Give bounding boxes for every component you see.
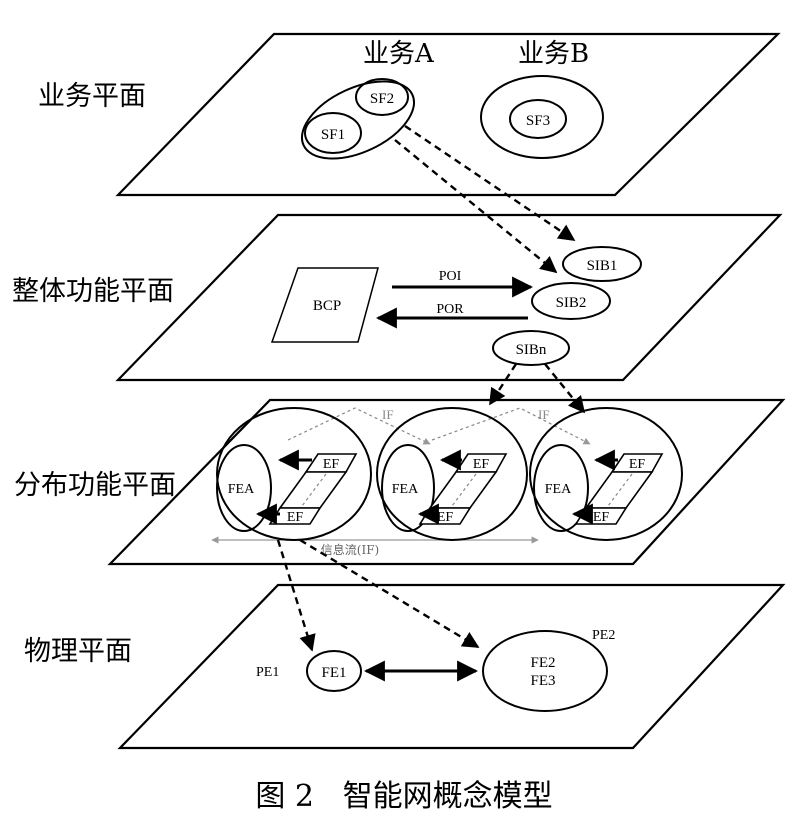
figure-caption: 图 2 智能网概念模型 [255,779,552,814]
fe-group-2: FEA EF EF [376,407,528,541]
sib2-ellipse [531,282,611,320]
ef-1-divider [301,473,327,507]
sf2-label: SF2 [370,91,394,107]
poi-label: POI [439,269,462,284]
ef-2-top-label: EF [473,457,490,472]
arrow-fea1-to-fe1 [276,539,316,652]
sf3-label: SF3 [526,113,550,129]
fea-1-ellipse [216,444,272,532]
global-plane [115,213,783,382]
fe1-ellipse [306,650,362,692]
fe3-label: FE3 [530,673,555,689]
ef-3-top-label: EF [629,457,646,472]
arrow-sf1-to-sib2 [394,139,558,274]
service-b-ellipse [480,75,604,159]
distributed-plane [107,398,786,566]
pe2-ellipse [482,630,608,712]
fe-group-1: FEA EF EF [216,407,372,541]
fe-group-3: FEA EF EF [529,407,683,541]
ef-1-bottom-label: EF [287,510,304,525]
arrow-fea1-to-fe2 [299,538,480,649]
if-connector-2 [431,407,591,445]
fe-group-3-outer [529,407,683,541]
info-flow-label: 信息流(IF) [321,542,379,557]
fea-3-ellipse [533,444,589,532]
if-connector-1 [287,407,431,445]
service-b-label: 业务B [518,39,589,69]
fe1-label: FE1 [321,665,346,681]
service-a-label: 业务A [363,39,435,69]
ef-1-top-label: EF [323,457,340,472]
physical-plane [117,583,786,750]
fe-group-1-outer [216,407,372,541]
plane-label-physical: 物理平面 [24,636,132,667]
ef-2-divider [451,473,477,507]
ef-3-middle [584,471,654,509]
bcp-box [270,267,379,343]
pe1-label: PE1 [256,665,279,680]
sf2-ellipse [355,78,409,116]
fea-2-label: FEA [392,482,419,497]
ef-1-middle [278,471,348,509]
sib1-ellipse [562,246,642,282]
fe-group-2-outer [376,407,528,541]
service-plane [115,32,781,197]
por-label: POR [436,302,464,317]
ef-3-bottom-label: EF [593,510,610,525]
ef-2-middle [428,471,498,509]
sib1-label: SIB1 [587,258,618,274]
arrow-sibn-to-fea3 [544,363,586,414]
ef-2-bottom-label: EF [437,510,454,525]
if-label-1: IF [382,407,394,422]
arrow-sf2-to-sib1 [404,125,576,241]
plane-label-global: 整体功能平面 [12,276,174,307]
bcp-label: BCP [313,298,341,314]
sibn-label: SIBn [516,342,547,358]
sf1-ellipse [304,112,362,154]
fea-1-label: FEA [228,482,255,497]
arrow-sibn-to-fea2 [488,363,518,406]
sib2-label: SIB2 [556,295,587,311]
plane-label-distributed: 分布功能平面 [14,470,176,501]
ef-3-divider [607,473,633,507]
if-label-2: IF [538,407,550,422]
plane-label-service: 业务平面 [38,81,146,112]
sibn-ellipse [492,330,570,366]
fe2-label: FE2 [530,655,555,671]
fea-2-ellipse [381,444,435,532]
sf3-ellipse [509,99,567,139]
sf1-label: SF1 [321,127,345,143]
service-a-ellipse [300,80,416,160]
fea-3-label: FEA [545,482,572,497]
pe2-label: PE2 [592,628,615,643]
